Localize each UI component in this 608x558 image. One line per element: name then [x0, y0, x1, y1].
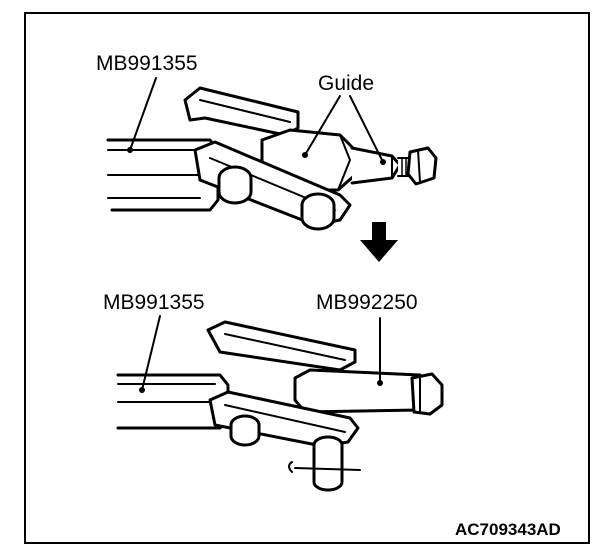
adapter-cap: [410, 372, 444, 416]
cotter-pin: [288, 461, 361, 473]
label-top-tool: MB991355: [96, 52, 198, 75]
figure-frame: [24, 12, 590, 544]
adapter-body: [293, 368, 432, 414]
label-bottom-tool: MB991355: [103, 291, 205, 314]
label-guide: Guide: [318, 72, 375, 95]
down-arrow-icon: [360, 222, 398, 262]
top-upper-bracket: [183, 86, 300, 137]
guide-nut: [406, 146, 438, 186]
figure-code: AC709343AD: [455, 520, 561, 539]
label-bottom-adapter: MB992250: [316, 291, 418, 314]
